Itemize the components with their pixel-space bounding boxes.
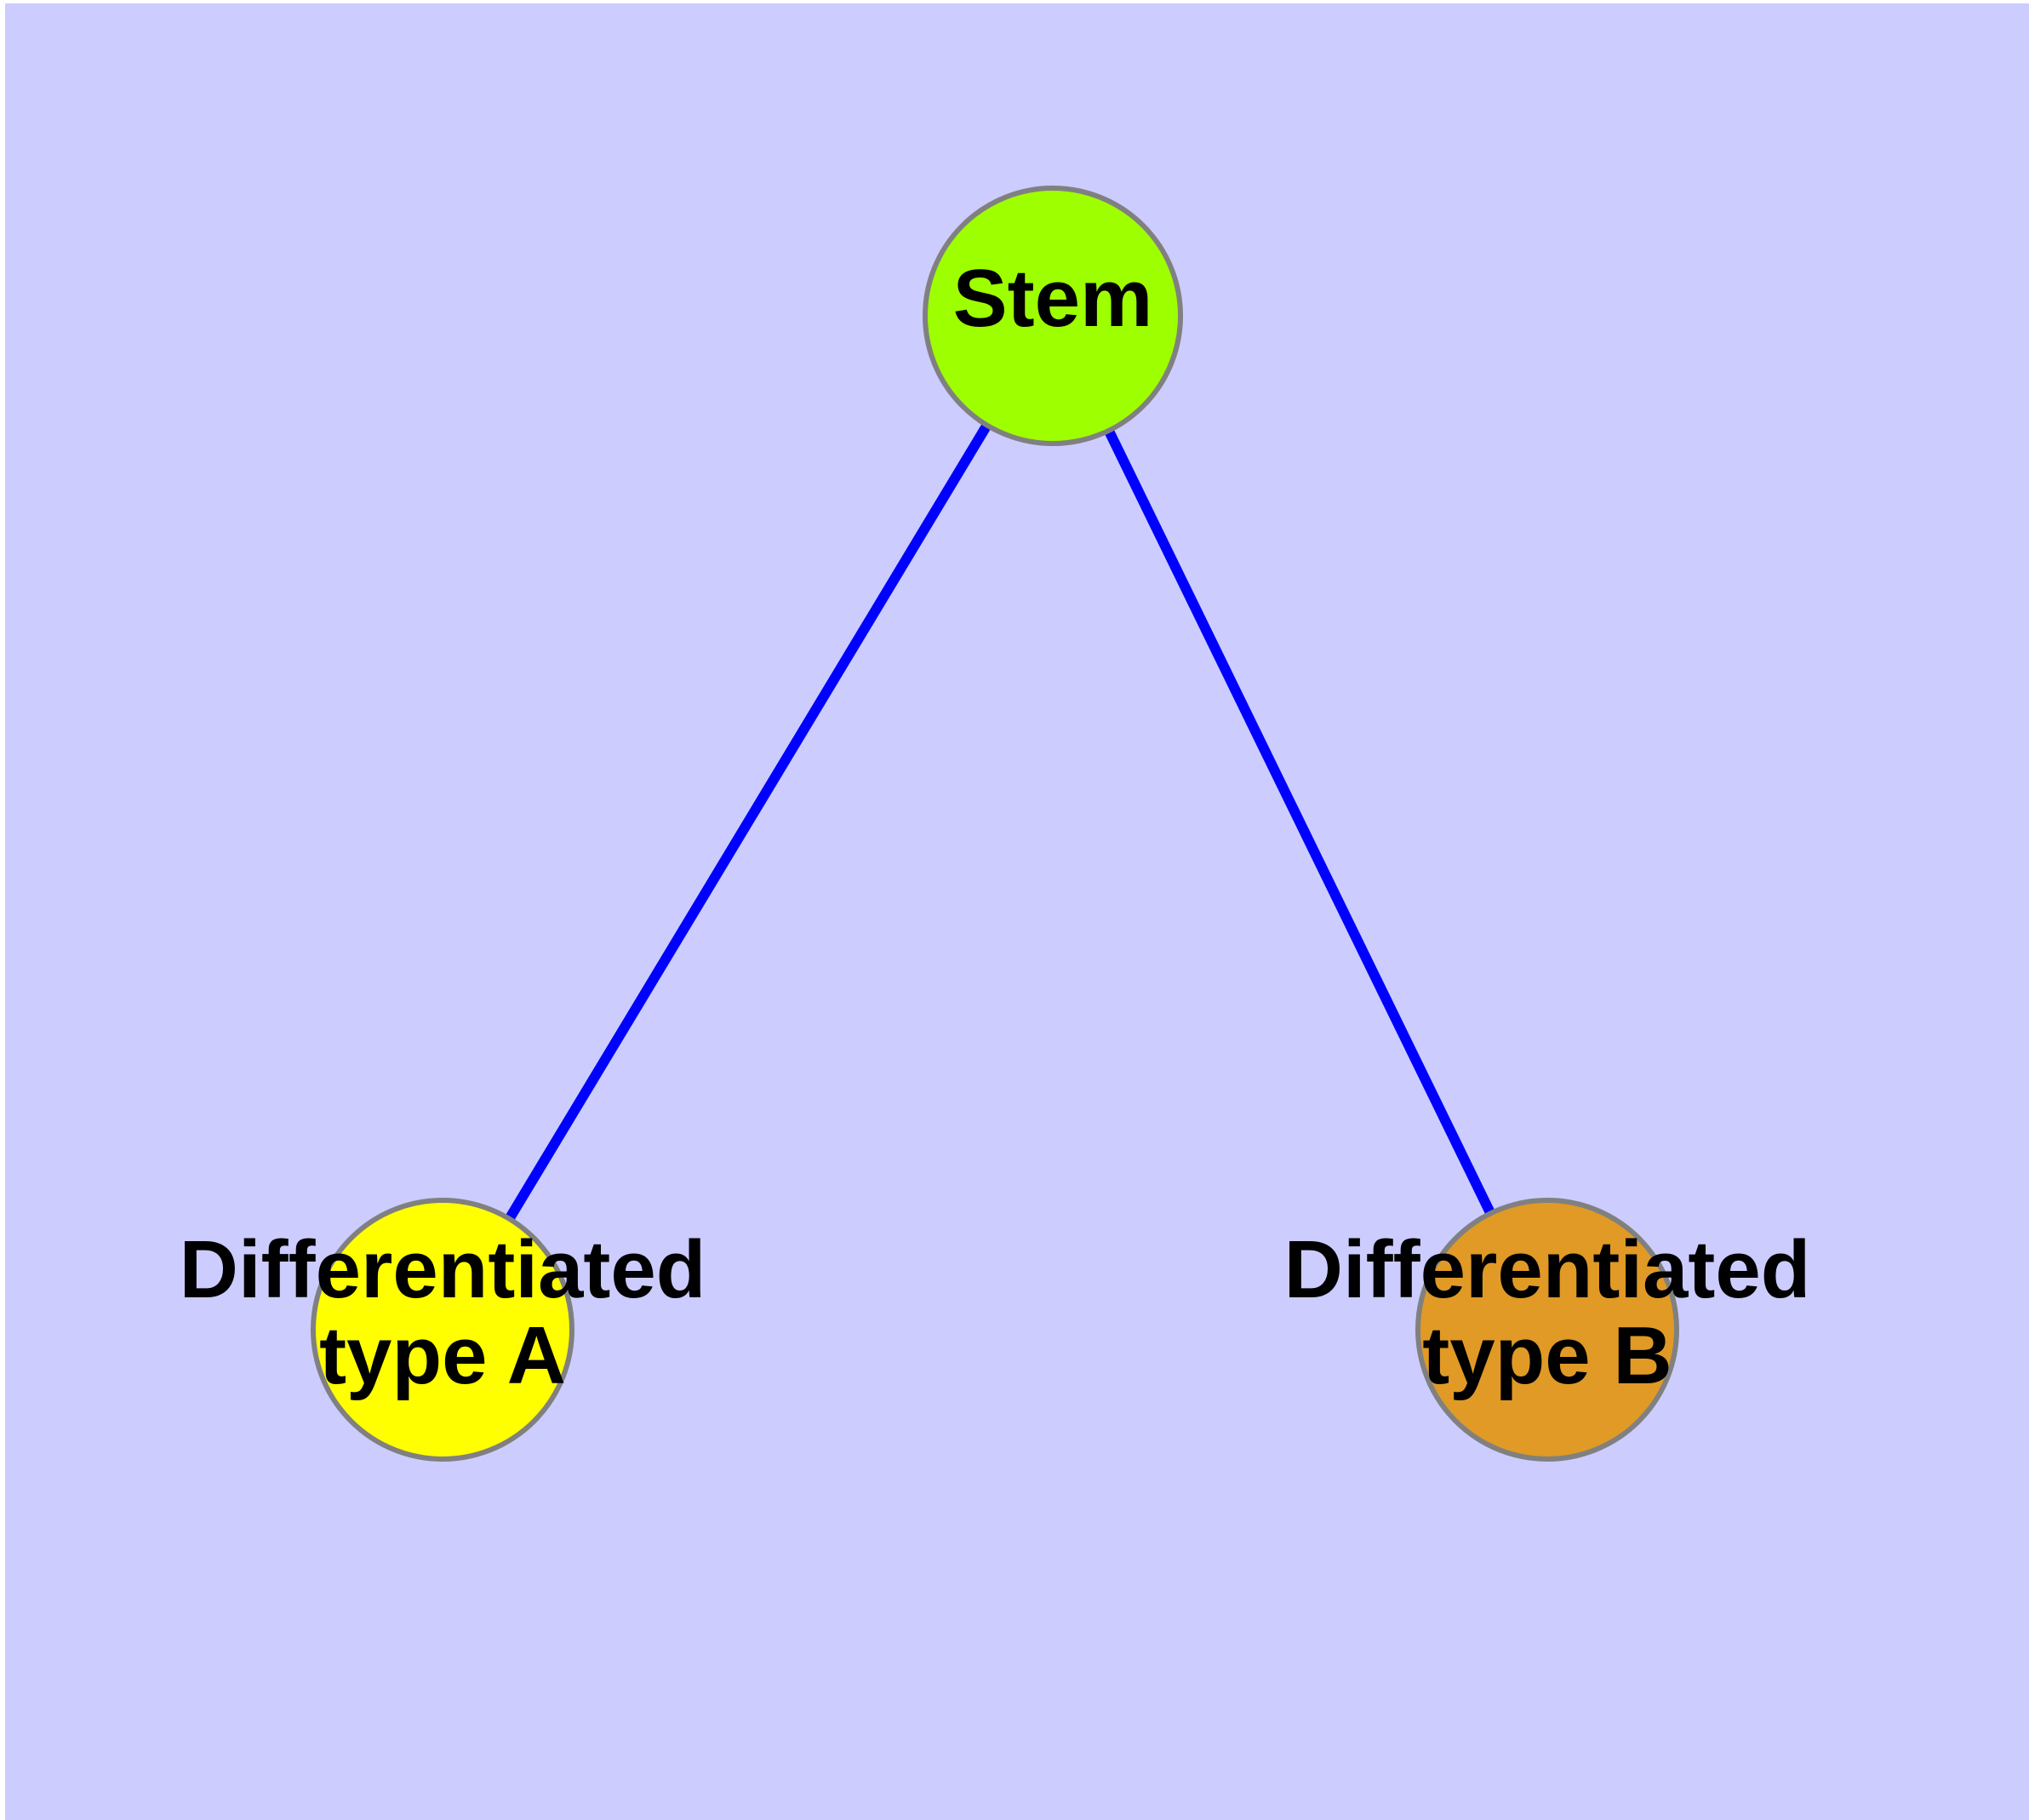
- edge-layer: [505, 423, 1495, 1222]
- node-stem[interactable]: [923, 186, 1183, 446]
- node-differentiated-type-b[interactable]: [1415, 1198, 1679, 1462]
- edge-stem-to-diff-a[interactable]: [505, 423, 992, 1222]
- node-differentiated-type-a[interactable]: [311, 1198, 574, 1462]
- node-layer: [311, 186, 1679, 1462]
- edge-stem-to-diff-b[interactable]: [1104, 429, 1495, 1216]
